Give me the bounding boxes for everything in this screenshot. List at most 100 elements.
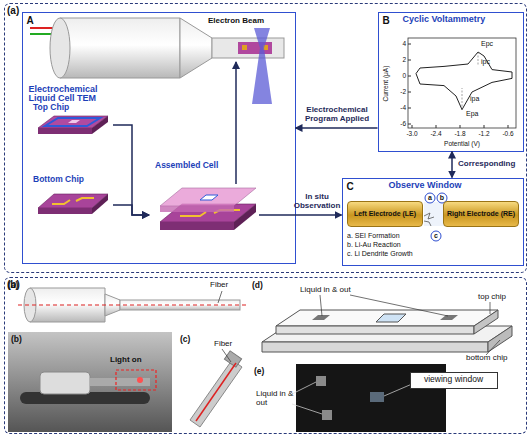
illustration-part bbox=[316, 376, 326, 386]
chip-item: Assembled Cell bbox=[149, 159, 259, 241]
illustration-part bbox=[312, 315, 330, 320]
legend-note: b. Li-Au Reaction bbox=[347, 241, 401, 249]
illustration-part bbox=[218, 291, 222, 303]
node-title: Assembled Cell bbox=[155, 161, 255, 170]
tick-label: -1.8 bbox=[450, 130, 470, 137]
illustration-part bbox=[116, 370, 156, 390]
illustration-part bbox=[484, 125, 485, 128]
illustration-part bbox=[90, 378, 150, 386]
panel-frame: (a)AElectrochemical Liquid Cell TEMTop C… bbox=[4, 3, 527, 273]
illustration-part bbox=[488, 326, 512, 352]
callout-letter: a bbox=[425, 194, 435, 202]
illustration-part bbox=[160, 188, 256, 206]
illustration-part bbox=[376, 314, 406, 322]
chip-stack bbox=[262, 295, 512, 355]
illustration-part bbox=[137, 377, 143, 383]
part-label: Fiber bbox=[210, 281, 228, 290]
illustration-part bbox=[18, 304, 246, 305]
tick-label: 0 bbox=[390, 72, 406, 79]
illustration-part bbox=[474, 310, 498, 334]
illustration-part bbox=[38, 128, 92, 134]
tick-label: -2.4 bbox=[426, 130, 446, 137]
node-title: viewing window bbox=[411, 375, 497, 384]
subpanel-label: (d) bbox=[252, 281, 263, 290]
top-chip-drawing bbox=[38, 116, 108, 134]
tick-label: -1.2 bbox=[474, 130, 494, 137]
illustration-part bbox=[408, 38, 516, 128]
illustration-part bbox=[242, 45, 247, 50]
illustration-part bbox=[262, 342, 488, 352]
illustration-part bbox=[408, 92, 411, 93]
section-box: AElectrochemical Liquid Cell TEMTop Chip… bbox=[22, 12, 296, 264]
illustration-part bbox=[490, 302, 491, 314]
node-text: Observe Window bbox=[389, 181, 462, 191]
cv-plot bbox=[408, 38, 516, 128]
illustration-part bbox=[431, 231, 441, 241]
illustration-part bbox=[76, 198, 94, 201]
illustration-part bbox=[276, 326, 474, 334]
node-text: Electrochemical Liquid Cell TEM bbox=[29, 85, 111, 105]
connector-arrow bbox=[113, 125, 149, 215]
illustration-part bbox=[238, 42, 272, 54]
illustration-part bbox=[45, 118, 100, 126]
illustration-part bbox=[180, 212, 206, 216]
beam-label: Electron Beam bbox=[208, 17, 264, 26]
illustration-part bbox=[370, 392, 384, 402]
illustration-part bbox=[190, 360, 242, 427]
part-label: Light on bbox=[110, 356, 142, 365]
illustration-part bbox=[408, 124, 411, 125]
tem-holder bbox=[30, 18, 284, 78]
illustration-part bbox=[196, 363, 236, 421]
illustration-part bbox=[40, 372, 90, 394]
illustration-part bbox=[462, 88, 463, 110]
part-label: Liquid in & out bbox=[300, 286, 351, 295]
illustration-part bbox=[486, 340, 500, 355]
subpanel-label: (b) bbox=[11, 335, 22, 344]
node-title: Left Electrode (LE) bbox=[350, 210, 420, 218]
fiber-holder bbox=[18, 288, 246, 322]
assembled-cell-drawing bbox=[160, 188, 256, 230]
tick-label: -6 bbox=[390, 120, 406, 127]
node-text: Cyclic Voltammetry bbox=[403, 15, 486, 25]
illustration-part bbox=[68, 120, 80, 123]
connector-arrow bbox=[259, 214, 342, 216]
illustration-part bbox=[408, 44, 411, 45]
edge-label: Electrochemical Program Applied bbox=[298, 106, 376, 124]
illustration-part bbox=[234, 204, 256, 230]
part-label: bottom chip bbox=[466, 354, 507, 363]
part-label: Fiber bbox=[214, 340, 232, 349]
illustration-part bbox=[425, 193, 435, 203]
subpanel-label: (e) bbox=[254, 367, 264, 376]
part-label: top chip bbox=[478, 293, 506, 302]
illustration-part bbox=[478, 52, 479, 66]
illustration-part bbox=[436, 125, 437, 128]
illustration-part bbox=[424, 221, 431, 226]
connector-arrow bbox=[113, 205, 149, 215]
tick-label: 4 bbox=[390, 40, 406, 47]
chip-item: Top Chip bbox=[33, 103, 113, 139]
panel-frame: (b) viewing window bbox=[4, 277, 527, 434]
tick-label: 2 bbox=[390, 56, 406, 63]
illustration-part bbox=[50, 18, 70, 78]
illustration-part bbox=[292, 382, 316, 394]
illustration-part bbox=[160, 206, 234, 212]
legend-note: c. Li Dendrite Growth bbox=[347, 250, 413, 258]
subpanel-label: (a) bbox=[8, 281, 18, 290]
legend-note: a. SEI Formation bbox=[347, 232, 400, 240]
axis-title: Current (μA) bbox=[382, 54, 389, 114]
holder-tip bbox=[190, 349, 242, 427]
assembly-arrow bbox=[235, 62, 237, 184]
illustration-part bbox=[350, 295, 448, 316]
callout-letter: c bbox=[431, 232, 441, 240]
tick-label: -3.0 bbox=[402, 130, 422, 137]
illustration-part bbox=[424, 213, 434, 219]
tick-label: -4 bbox=[390, 104, 406, 111]
illustration-part bbox=[8, 332, 172, 432]
illustration-part bbox=[412, 125, 413, 128]
axis-title: Potential (V) bbox=[432, 140, 492, 147]
illustration-part bbox=[408, 108, 411, 109]
illustration-part bbox=[212, 38, 284, 58]
illustration-part bbox=[320, 295, 322, 316]
illustration-part bbox=[52, 200, 70, 204]
illustration-part bbox=[322, 410, 332, 420]
